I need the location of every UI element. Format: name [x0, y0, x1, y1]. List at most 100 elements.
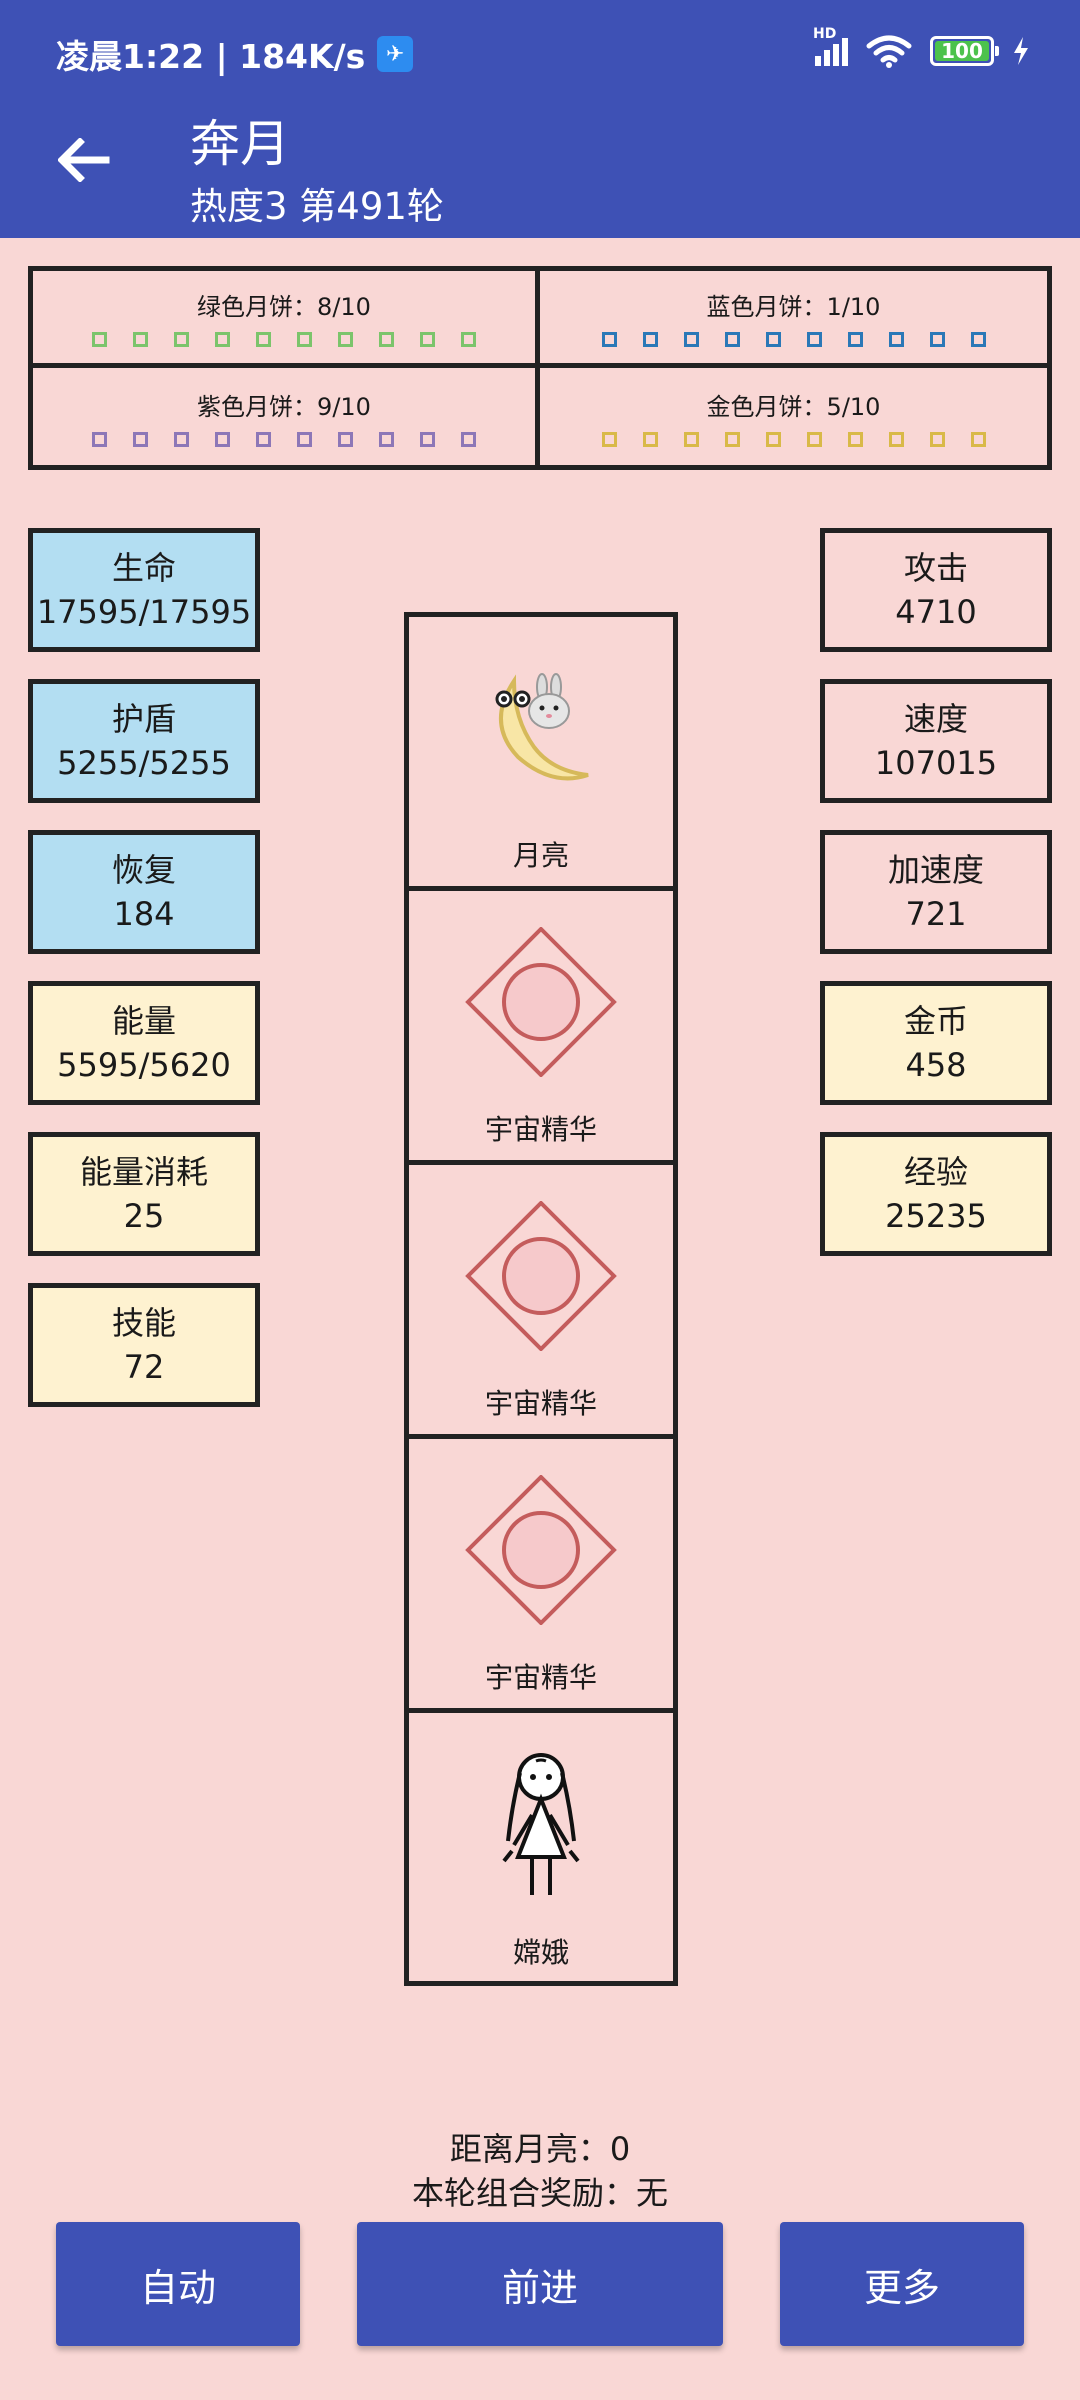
mooncake-square [215, 332, 230, 347]
mooncake-square [888, 332, 904, 347]
mooncake-square [420, 431, 435, 447]
status-bar: 凌晨1:22 | 184K/s ✈ HD 100 [0, 0, 1080, 100]
stat-label: 金币 [903, 1002, 968, 1040]
stat-label: 速度 [903, 700, 968, 738]
cosmic-essence-icon [456, 1475, 626, 1625]
path-tile-essence: 宇宙精华 [409, 1439, 673, 1713]
mooncake-square [724, 332, 740, 347]
mooncake-square [174, 332, 189, 347]
mooncake-square [461, 431, 476, 447]
tile-label: 宇宙精华 [484, 1113, 597, 1146]
change-figure-icon [456, 1749, 626, 1899]
tile-label: 宇宙精华 [484, 1387, 597, 1420]
mooncake-dots [601, 431, 986, 447]
mooncake-square [847, 431, 863, 447]
mooncake-square [133, 431, 148, 447]
combo-reward-text: 本轮组合奖励：无 [411, 2174, 668, 2212]
mooncake-square [601, 431, 617, 447]
stat-label: 经验 [903, 1153, 968, 1191]
cosmic-essence-icon [456, 1201, 626, 1351]
notification-bird-icon: ✈ [377, 36, 414, 72]
mooncake-square [601, 332, 617, 347]
stat-label: 生命 [111, 549, 176, 587]
more-button[interactable]: 更多 [780, 2222, 1024, 2346]
wifi-icon [866, 35, 912, 68]
mooncake-square [683, 332, 699, 347]
stat-hp: 生命 17595/17595 [28, 528, 260, 652]
stat-recovery: 恢复 184 [28, 830, 260, 954]
mooncake-square [970, 332, 986, 347]
stat-label: 能量消耗 [79, 1153, 208, 1191]
stat-value: 17595/17595 [36, 593, 252, 631]
mooncake-square [297, 332, 312, 347]
stat-energy-cost: 能量消耗 25 [28, 1132, 260, 1256]
mooncake-square [92, 332, 107, 347]
mooncake-label: 绿色月饼：8/10 [197, 293, 371, 321]
stat-speed: 速度 107015 [820, 679, 1052, 803]
mooncake-square [338, 431, 353, 447]
stat-label: 技能 [111, 1304, 176, 1342]
battery-icon: 100 [930, 36, 999, 66]
stat-value: 25235 [885, 1197, 987, 1235]
status-time: 凌晨1:22 | 184K/s ✈ [56, 30, 414, 78]
path-tile-change: 嫦娥 [409, 1713, 673, 1983]
mooncake-square [765, 332, 781, 347]
mooncake-square [806, 332, 822, 347]
mooncake-label: 金色月饼：5/10 [706, 392, 881, 421]
forward-button[interactable]: 前进 [357, 2222, 723, 2346]
mooncake-square [133, 332, 148, 347]
path-column: 月亮 宇宙精华 宇宙精华 宇宙精华 [404, 612, 678, 1986]
stat-value: 5255/5255 [57, 744, 231, 782]
mooncake-square [338, 332, 353, 347]
stat-attack: 攻击 4710 [820, 528, 1052, 652]
mooncake-square [256, 332, 271, 347]
tile-label: 月亮 [512, 839, 569, 872]
stat-acceleration: 加速度 721 [820, 830, 1052, 954]
mooncake-square [297, 431, 312, 447]
stat-skill: 技能 72 [28, 1283, 260, 1407]
stat-label: 攻击 [903, 549, 968, 587]
mooncake-square [92, 431, 107, 447]
back-button[interactable] [52, 128, 116, 192]
auto-button[interactable]: 自动 [56, 2222, 300, 2346]
mooncake-square [765, 431, 781, 447]
app-bar: 凌晨1:22 | 184K/s ✈ HD 100 [0, 0, 1080, 238]
page-subtitle: 热度3 第491轮 [190, 185, 444, 228]
mooncake-square [888, 431, 904, 447]
mooncake-grid: 绿色月饼：8/10 蓝色月饼：1/10 紫色月饼：9/10 金色月饼：5/10 [28, 266, 1052, 470]
stat-label: 能量 [111, 1002, 176, 1040]
mooncake-square [215, 431, 230, 447]
stat-experience: 经验 25235 [820, 1132, 1052, 1256]
cosmic-essence-icon [456, 927, 626, 1077]
moon-rabbit-icon [456, 653, 626, 803]
mooncake-green: 绿色月饼：8/10 [33, 271, 540, 368]
status-time-text: 凌晨1:22 | 184K/s [56, 37, 366, 76]
stat-value: 458 [905, 1046, 967, 1084]
path-tile-moon: 月亮 [409, 617, 673, 891]
stat-label: 加速度 [887, 851, 984, 889]
mooncake-square [420, 332, 435, 347]
stat-value: 107015 [874, 744, 998, 782]
mooncake-label: 蓝色月饼：1/10 [706, 293, 881, 321]
tile-label: 宇宙精华 [484, 1661, 597, 1694]
stat-label: 恢复 [111, 851, 176, 889]
battery-fill [935, 41, 989, 61]
stat-gold: 金币 458 [820, 981, 1052, 1105]
mooncake-square [174, 431, 189, 447]
page-title: 奔月 [190, 115, 290, 173]
stat-value: 721 [905, 895, 967, 933]
tile-label: 嫦娥 [512, 1936, 569, 1969]
battery-level: 100 [941, 39, 983, 63]
stat-value: 184 [113, 895, 175, 933]
mooncake-label: 紫色月饼：9/10 [197, 392, 371, 421]
mooncake-square [806, 431, 822, 447]
mooncake-square [683, 431, 699, 447]
mooncake-purple: 紫色月饼：9/10 [33, 368, 540, 465]
mooncake-square [642, 332, 658, 347]
mooncake-square [256, 431, 271, 447]
mooncake-dots [92, 332, 476, 347]
stat-value: 4710 [895, 593, 977, 631]
arrow-left-icon [58, 138, 110, 182]
mooncake-square [379, 431, 394, 447]
mooncake-square [847, 332, 863, 347]
